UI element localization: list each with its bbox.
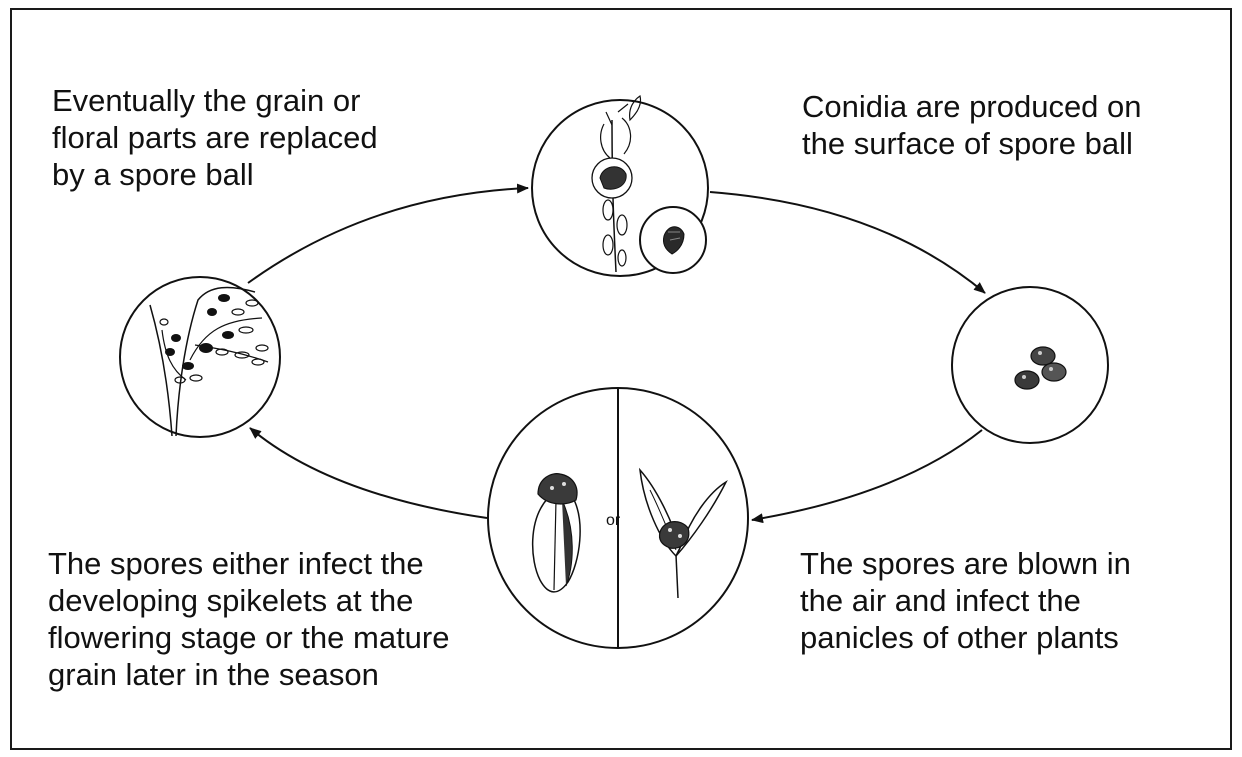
infection-stage-circle: or (488, 388, 748, 648)
spore-ball-icon (532, 96, 708, 276)
arrow-panicle-to-sporeball (248, 188, 528, 283)
spores-icon (952, 287, 1108, 443)
arrow-sporeball-to-spores (710, 192, 985, 293)
or-label: or (606, 512, 621, 529)
arrow-spores-to-infection (752, 430, 982, 520)
arrow-infection-to-panicle (250, 428, 487, 518)
infected-panicle-icon (120, 277, 280, 437)
